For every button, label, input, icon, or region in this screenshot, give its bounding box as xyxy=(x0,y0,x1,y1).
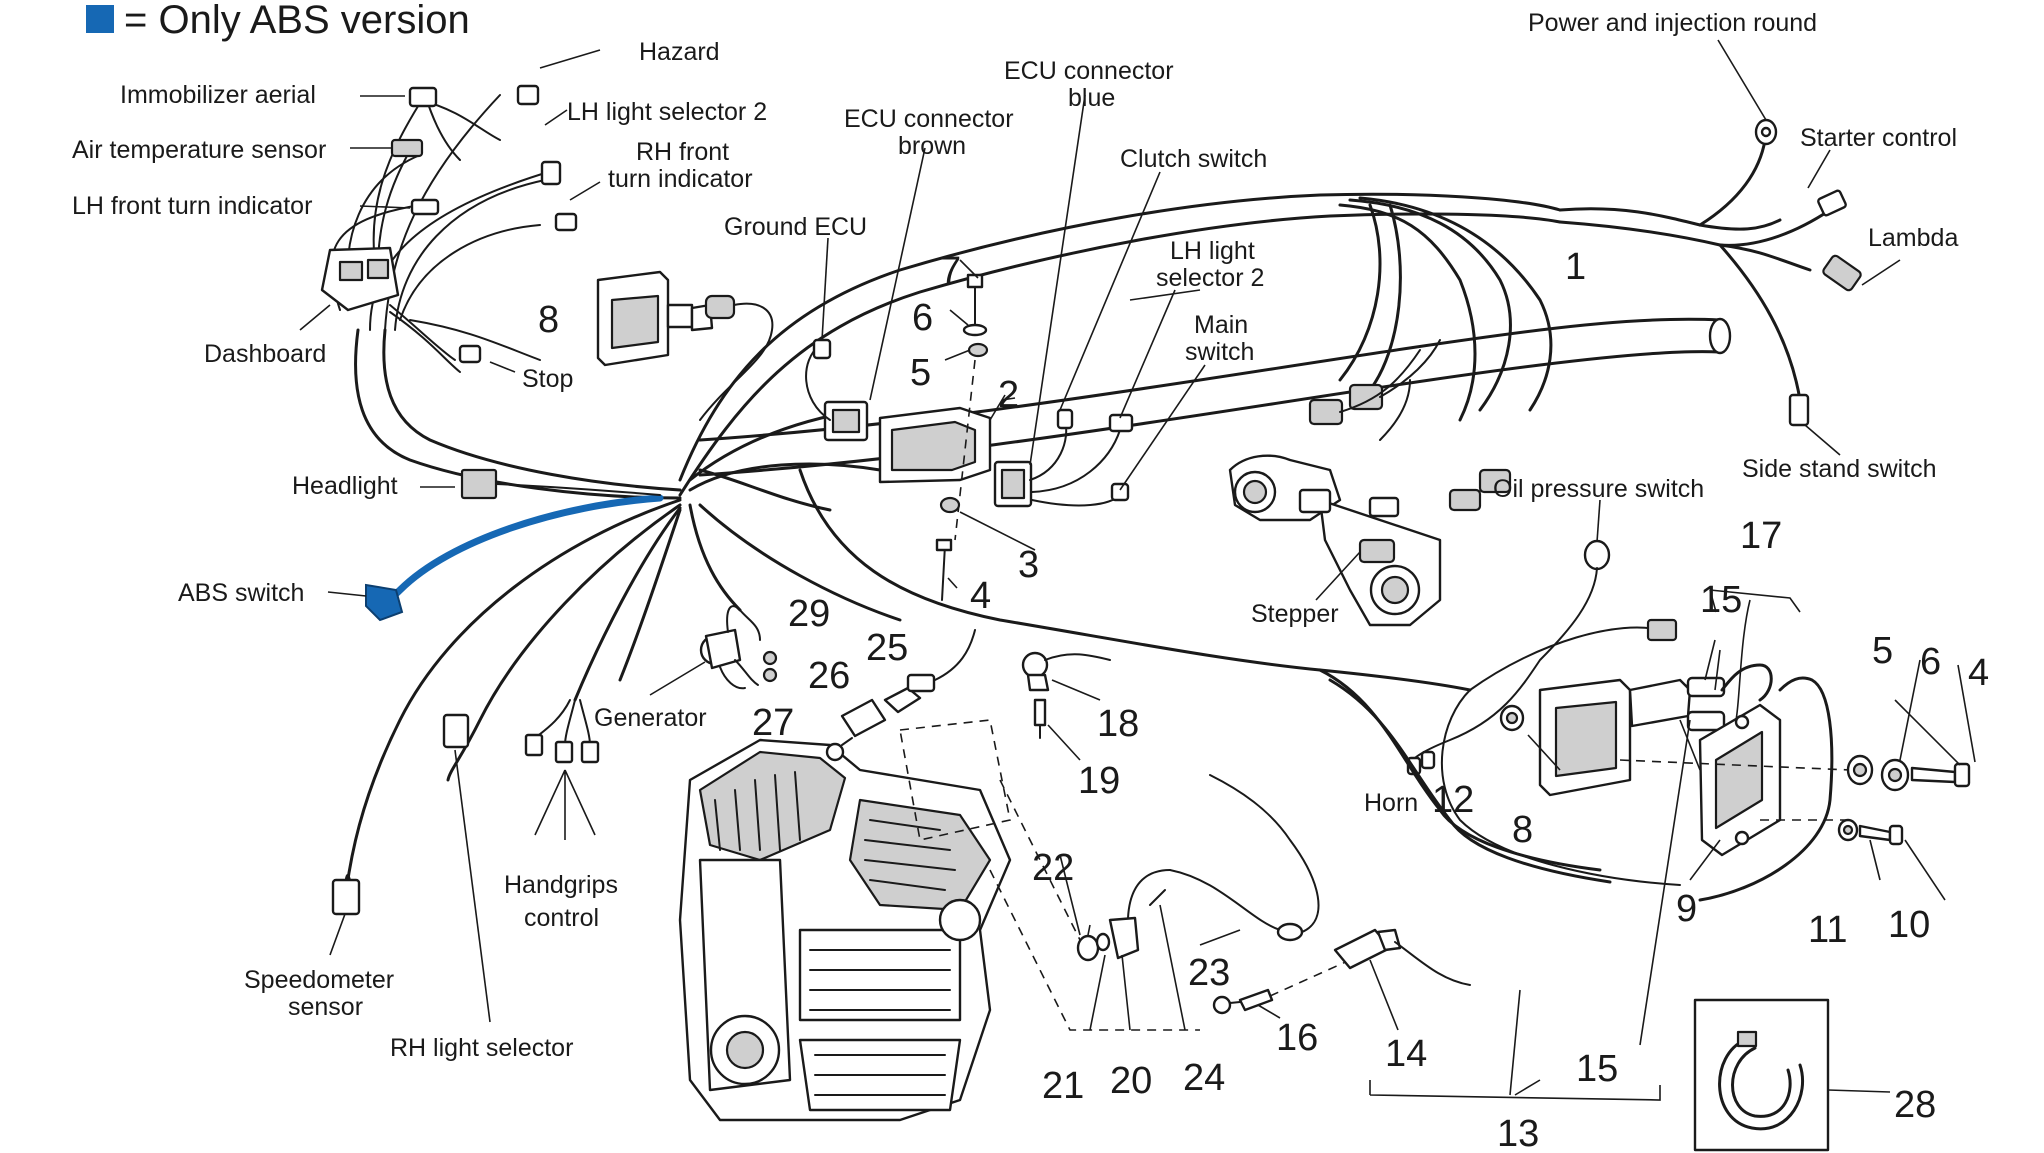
label-immobilizer-aerial: Immobilizer aerial xyxy=(120,81,316,109)
label-generator: Generator xyxy=(594,704,707,732)
hose-clamp-inset xyxy=(1693,998,1891,1152)
label-ecu-brown-line1: ECU connector xyxy=(844,105,1014,133)
label-ecu-blue-line2: blue xyxy=(1068,84,1115,112)
part-number-1: 1 xyxy=(1565,246,1586,288)
part-number-6-right: 6 xyxy=(1920,641,1941,683)
label-lambda: Lambda xyxy=(1868,224,1958,252)
legend-text: = Only ABS version xyxy=(124,0,470,42)
part-number-5-top: 5 xyxy=(910,352,931,394)
part-number-11: 11 xyxy=(1808,909,1847,951)
label-main-switch-line2: switch xyxy=(1185,338,1254,366)
label-stop: Stop xyxy=(522,365,573,393)
label-lh-front-turn-indicator: LH front turn indicator xyxy=(72,192,312,220)
part-number-25: 25 xyxy=(866,627,908,669)
label-lh-light-mid-line1: LH light xyxy=(1170,237,1255,265)
engine xyxy=(678,738,1012,1122)
ecu-assembly xyxy=(805,273,1134,601)
part-number-16: 16 xyxy=(1276,1017,1318,1059)
abs-switch-connector xyxy=(365,583,404,622)
part-number-20: 20 xyxy=(1110,1060,1152,1102)
part-number-2: 2 xyxy=(998,374,1019,416)
label-air-temperature-sensor: Air temperature sensor xyxy=(72,136,326,164)
label-clutch-switch: Clutch switch xyxy=(1120,145,1267,173)
label-hazard: Hazard xyxy=(639,38,720,66)
label-abs-switch: ABS switch xyxy=(178,579,304,607)
part-number-13: 13 xyxy=(1497,1113,1539,1153)
label-lh-light-mid-line2: selector 2 xyxy=(1156,264,1264,292)
part-number-22: 22 xyxy=(1032,847,1074,889)
label-rh-light-selector: RH light selector xyxy=(390,1034,573,1062)
label-oil-pressure-switch: Oil pressure switch xyxy=(1493,475,1704,503)
label-ground-ecu: Ground ECU xyxy=(724,213,867,241)
abs-legend-square xyxy=(86,5,114,33)
label-dashboard: Dashboard xyxy=(204,340,326,368)
label-rh-front-line2: turn indicator xyxy=(608,165,753,193)
part-number-23: 23 xyxy=(1188,952,1230,994)
part-number-26: 26 xyxy=(808,655,850,697)
part-number-15-top: 15 xyxy=(1700,579,1742,621)
label-lh-light-selector-2-top: LH light selector 2 xyxy=(567,98,767,126)
part-number-14: 14 xyxy=(1385,1033,1427,1075)
part-number-4-right: 4 xyxy=(1968,652,1989,694)
component-labels: Hazard Immobilizer aerial LH light selec… xyxy=(72,9,1958,1062)
part-number-24: 24 xyxy=(1183,1057,1225,1099)
part-number-28: 28 xyxy=(1894,1084,1936,1126)
main-harness xyxy=(343,138,1832,902)
part-number-6-top: 6 xyxy=(912,297,933,339)
part-number-10: 10 xyxy=(1888,904,1930,946)
label-ecu-brown-line2: brown xyxy=(898,132,966,160)
leader-lines xyxy=(299,39,1976,1096)
part-numbers: 1 2 3 4 4 5 5 6 6 7 8 8 9 10 11 12 13 14… xyxy=(538,246,1989,1153)
part-number-5-right: 5 xyxy=(1872,630,1893,672)
throttle-bodies xyxy=(1228,339,1512,627)
label-rh-front-line1: RH front xyxy=(636,138,729,166)
part-number-15-bottom: 15 xyxy=(1576,1048,1618,1090)
right-top-connectors xyxy=(1754,118,1862,427)
label-headlight: Headlight xyxy=(292,472,398,500)
part-number-29: 29 xyxy=(788,593,830,635)
label-power-injection-round: Power and injection round xyxy=(1528,9,1817,37)
label-handgrips-line1: Handgrips xyxy=(504,871,618,899)
part-number-27: 27 xyxy=(752,702,794,744)
part-number-19: 19 xyxy=(1078,760,1120,802)
label-ecu-blue-line1: ECU connector xyxy=(1004,57,1174,85)
part-number-3: 3 xyxy=(1018,544,1039,586)
label-speedometer-line1: Speedometer xyxy=(244,966,394,994)
label-side-stand-switch: Side stand switch xyxy=(1742,455,1937,483)
part-number-9: 9 xyxy=(1676,888,1697,930)
part-number-12: 12 xyxy=(1432,779,1474,821)
part-number-7: 7 xyxy=(940,250,961,292)
engine-sensors xyxy=(699,605,1661,1101)
label-stepper: Stepper xyxy=(1251,600,1339,628)
part-number-21: 21 xyxy=(1042,1065,1084,1107)
part-number-4-top: 4 xyxy=(970,575,991,617)
legend: = Only ABS version xyxy=(86,0,470,42)
label-main-switch-line1: Main xyxy=(1194,311,1248,339)
hose-clamp-icon xyxy=(1718,1038,1805,1131)
left-lower-connectors xyxy=(331,699,600,916)
label-starter-control: Starter control xyxy=(1800,124,1957,152)
label-horn: Horn xyxy=(1364,789,1418,817)
left-top-connectors xyxy=(320,84,661,500)
ignition-coil-left xyxy=(596,270,774,421)
part-number-18: 18 xyxy=(1097,703,1139,745)
label-speedometer-line2: sensor xyxy=(288,993,363,1021)
part-number-17: 17 xyxy=(1740,515,1782,557)
ignition-coil-right xyxy=(1318,589,1971,902)
label-handgrips-line2: control xyxy=(524,904,599,932)
part-number-8-left: 8 xyxy=(538,299,559,341)
part-number-8-right: 8 xyxy=(1512,809,1533,851)
